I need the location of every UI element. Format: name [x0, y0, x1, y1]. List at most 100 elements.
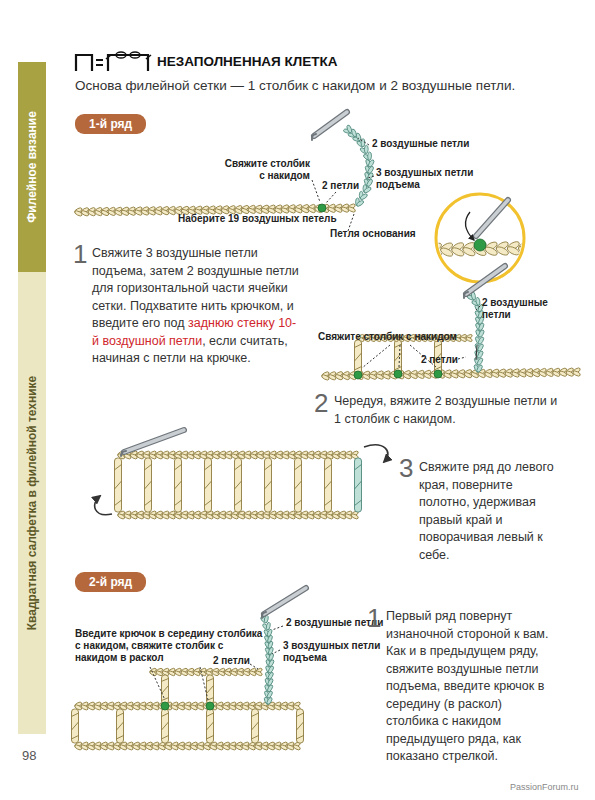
- double-crochet: [162, 713, 169, 739]
- step-number: 1: [73, 240, 87, 268]
- callout-label: 2 воздушные петли: [482, 297, 574, 321]
- detail-circle: [436, 194, 524, 282]
- callout-label: Петля основания: [330, 228, 445, 240]
- double-crochet: [355, 458, 362, 512]
- double-crochet: [325, 464, 332, 505]
- crochet-hook: [312, 112, 347, 140]
- callout-label: 3 воздушных петли подъема: [283, 640, 395, 664]
- chain-stitch: [476, 364, 483, 373]
- turn-arrow: [95, 496, 112, 515]
- double-crochet: [117, 713, 124, 739]
- turn-arrow: [364, 445, 388, 462]
- crochet-hook: [121, 430, 184, 456]
- chain-stitch: [293, 744, 301, 751]
- callout-label: 2 петли: [322, 180, 372, 192]
- double-crochet: [297, 709, 304, 743]
- step-number: 1: [367, 604, 381, 632]
- row-badge: 1-й ряд: [75, 114, 146, 134]
- section-title: Филейное вязание: [25, 111, 39, 223]
- step-paragraph: Свяжите 3 воздушные петли подъема, затем…: [92, 245, 302, 368]
- double-crochet: [145, 464, 152, 505]
- double-crochet: [162, 675, 169, 704]
- chain-stitch: [477, 336, 484, 345]
- row-badge: 2-й ряд: [75, 572, 146, 592]
- step-text: Чередуя, вяжите 2 воздушные петли и 1 ст…: [334, 393, 559, 428]
- insertion-point: [354, 371, 362, 379]
- chain-stitch: [475, 297, 480, 306]
- double-crochet: [205, 458, 212, 512]
- insert-arrow: [466, 212, 474, 240]
- double-crochet: [395, 340, 402, 374]
- leader-line: [476, 345, 477, 360]
- double-crochet: [205, 464, 212, 505]
- insertion-point: [474, 239, 486, 251]
- step-number: 3: [399, 454, 413, 482]
- double-crochet: [355, 344, 362, 370]
- step-text: Свяжите ряд до левого края, поверните по…: [419, 459, 564, 564]
- section-band: Филейное вязание: [18, 62, 46, 272]
- crochet-hook: [476, 200, 508, 236]
- chain-stitch: [368, 152, 372, 160]
- chain-stitch: [266, 622, 271, 630]
- double-crochet: [207, 713, 214, 739]
- row-label: 1-й ряд: [89, 117, 132, 131]
- insertion-point: [394, 370, 402, 378]
- double-crochet: [207, 709, 214, 743]
- double-crochet: [265, 464, 272, 505]
- subtitle: Основа филейной сетки — 1 столбик с наки…: [75, 78, 555, 94]
- chain-stitch: [347, 206, 356, 213]
- section-band: Квадратная салфетка в филейной технике: [18, 272, 46, 734]
- double-crochet: [252, 713, 259, 739]
- chain-stitch: [351, 513, 359, 520]
- double-crochet: [265, 458, 272, 512]
- double-crochet: [162, 678, 169, 700]
- double-crochet: [252, 709, 259, 743]
- double-crochet: [295, 458, 302, 512]
- double-crochet: [145, 458, 152, 512]
- chain-stitch: [346, 124, 352, 133]
- chain-stitch: [356, 200, 365, 208]
- double-crochet: [175, 464, 182, 505]
- crochet-hook: [262, 588, 306, 618]
- detail-view: [428, 239, 532, 258]
- double-crochet: [395, 344, 402, 370]
- chain-stitch: [572, 370, 581, 377]
- double-crochet: [297, 713, 304, 739]
- callout-label: 2 петли: [418, 354, 458, 366]
- double-crochet: [207, 678, 214, 700]
- double-crochet: [115, 464, 122, 505]
- callout-label: Свяжите столбик с накидом: [318, 331, 473, 343]
- double-crochet: [175, 458, 182, 512]
- insertion-point: [434, 370, 442, 378]
- double-crochet: [117, 709, 124, 743]
- row-label: 2-й ряд: [89, 575, 132, 589]
- callout-label: Свяжите столбик с накидом: [218, 158, 310, 182]
- page-number: 98: [22, 748, 36, 764]
- chain-stitch: [359, 193, 368, 201]
- chain-stitch: [428, 241, 443, 253]
- chain-stitch: [477, 343, 484, 352]
- double-crochet: [115, 458, 122, 512]
- callout-label: 3 воздушных петли подъема: [376, 167, 488, 191]
- stitch-symbol: [76, 55, 151, 71]
- callout-label: 2 петли: [210, 655, 250, 667]
- chain-stitch: [477, 350, 484, 359]
- insertion-point: [318, 204, 326, 212]
- chain-stitch: [363, 186, 372, 194]
- double-crochet: [235, 458, 242, 512]
- double-crochet: [235, 464, 242, 505]
- double-crochet: [325, 458, 332, 512]
- step-number: 2: [314, 389, 328, 417]
- chain-symbol: [116, 52, 140, 58]
- double-crochet: [72, 713, 79, 739]
- double-crochet: [355, 340, 362, 374]
- watermark: PassionForum.ru: [510, 782, 579, 793]
- callout-label: Наберите 19 воздушных петель: [178, 213, 353, 225]
- chain-stitch: [364, 145, 368, 153]
- double-crochet: [355, 464, 362, 505]
- callout-label: 2 воздушные петли: [372, 138, 492, 150]
- chain-stitch: [255, 670, 263, 676]
- insertion-point: [161, 702, 169, 710]
- crochet-hook: [464, 266, 505, 298]
